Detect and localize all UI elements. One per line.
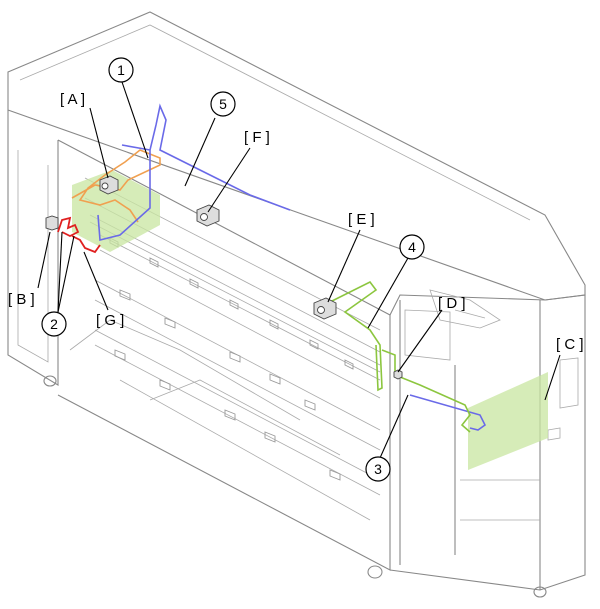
number-3: 3 (365, 456, 391, 482)
harness-blue-lower (409, 394, 487, 431)
label-c: [ C ] (556, 336, 584, 353)
machine-body (7, 11, 586, 598)
harness-green (329, 280, 471, 433)
label-d: [ D ] (438, 295, 466, 312)
svg-text:5: 5 (219, 96, 227, 112)
svg-text:2: 2 (50, 316, 58, 332)
label-g: [ G ] (96, 312, 124, 329)
label-f: [ F ] (244, 129, 270, 146)
harness-orange (71, 149, 161, 223)
harness-blue-upper (97, 103, 291, 242)
sensor-d (393, 369, 403, 380)
sensor-b (45, 215, 59, 231)
svg-text:3: 3 (374, 461, 382, 477)
svg-text:4: 4 (408, 239, 416, 255)
area-c (468, 372, 548, 470)
harness-red (57, 216, 101, 254)
label-e: [ E ] (348, 211, 375, 228)
area-g (72, 170, 160, 252)
number-1: 1 (108, 57, 134, 83)
sensor-e (313, 297, 337, 320)
sensor-f (196, 204, 220, 227)
number-5: 5 (210, 91, 236, 117)
label-b: [ B ] (8, 291, 35, 308)
svg-text:1: 1 (117, 62, 125, 78)
label-a: [ A ] (60, 91, 85, 108)
number-2: 2 (41, 311, 67, 337)
number-4: 4 (399, 234, 425, 260)
leader-lines (37, 81, 561, 459)
sensor-a (99, 175, 119, 195)
